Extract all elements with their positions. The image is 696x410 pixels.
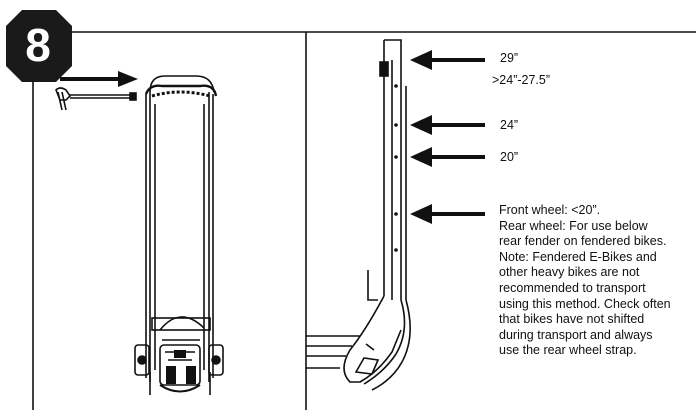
height-arrows <box>410 50 485 224</box>
note-line: using this method. Check often <box>499 296 671 311</box>
step-number: 8 <box>25 19 51 71</box>
step-badge <box>6 10 72 82</box>
label-20: 20” <box>500 150 519 164</box>
note-line: recommended to transport <box>499 280 646 295</box>
tray-side-view <box>306 39 411 391</box>
base-assembly-shading <box>166 350 196 384</box>
label-29: 29” <box>500 51 519 65</box>
note-line: Rear wheel: For use below <box>499 218 648 233</box>
tray-front-view <box>134 75 224 395</box>
note-line: other heavy bikes are not <box>499 265 640 280</box>
note-line: use the rear wheel strap. <box>499 343 637 358</box>
note-line: that bikes have not shifted <box>499 312 645 327</box>
arrow-29-icon <box>410 50 485 70</box>
note-line: during transport and always <box>499 327 653 342</box>
note-line: rear fender on fendered bikes. <box>499 234 667 249</box>
note-line: Front wheel: <20”. <box>499 203 601 217</box>
label-24: 24” <box>500 118 519 132</box>
label-24-27-5: >24”-27.5” <box>492 73 551 87</box>
arrow-20-icon <box>410 147 485 167</box>
arrow-front-wheel-icon <box>410 204 485 224</box>
locking-pin-icon <box>55 87 137 111</box>
insert-arrow-icon <box>60 71 138 87</box>
arrow-24-icon <box>410 115 485 135</box>
wheel-note: Front wheel: <20”. Rear wheel: For use b… <box>499 203 691 359</box>
panel-borders <box>32 31 696 410</box>
side-view-holes <box>394 84 398 252</box>
note-line: Note: Fendered E-Bikes and <box>499 249 657 264</box>
